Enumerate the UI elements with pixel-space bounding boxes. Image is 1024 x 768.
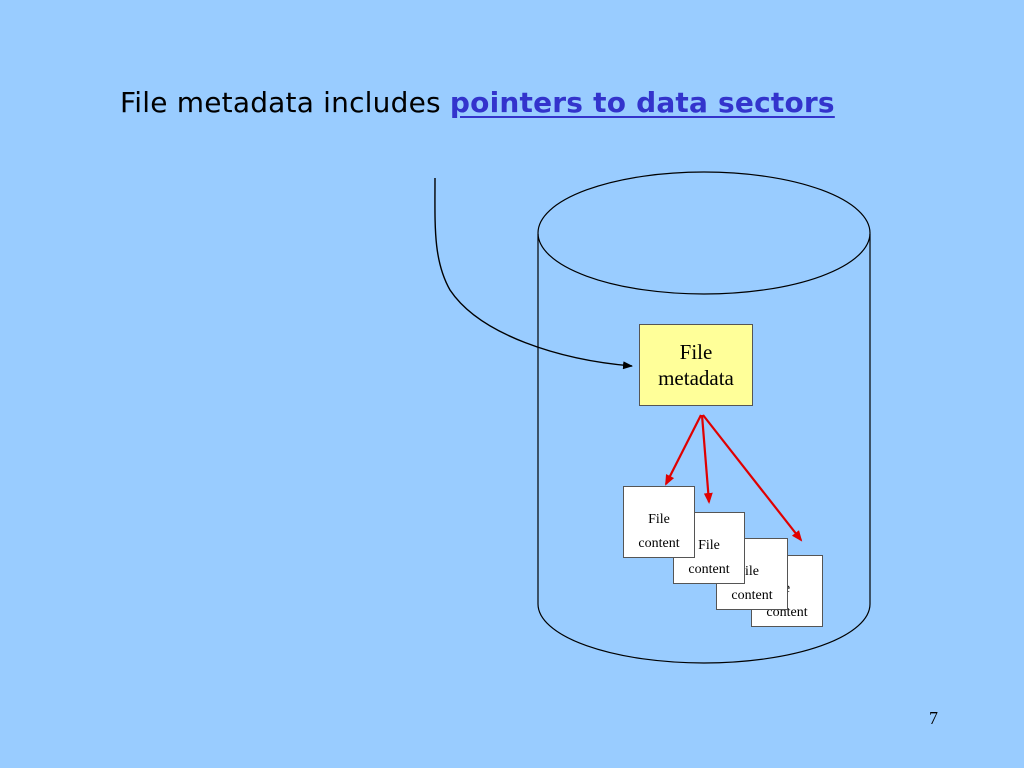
incoming-pointer-arrow [434,177,633,370]
content-2-line-2: content [688,562,730,577]
page-number: 7 [929,708,938,728]
file-metadata-box: File metadata [639,324,753,406]
disk-cylinder [537,171,871,664]
content-3-line-2: content [731,588,773,603]
disk-top [537,171,871,295]
slide-title: File metadata includes pointers to data … [120,86,835,119]
content-1-line-2: content [638,536,680,551]
content-3-line-1: ile [745,564,759,579]
metadata-line-1: File [679,339,713,364]
disk-body [537,234,871,664]
pointer-arrow-2 [700,414,713,504]
title-prefix: File metadata includes [120,86,450,119]
file-metadata-label: File metadata [658,339,734,392]
pointer-arrow-1 [665,414,702,486]
title-highlight-link[interactable]: pointers to data sectors [449,86,835,119]
content-2-line-1: File [698,538,720,553]
content-1-line-1: File [648,512,670,527]
pointer-arrow-3 [702,414,803,542]
metadata-line-2: metadata [658,366,734,390]
file-content-block-1: File content [623,486,695,558]
